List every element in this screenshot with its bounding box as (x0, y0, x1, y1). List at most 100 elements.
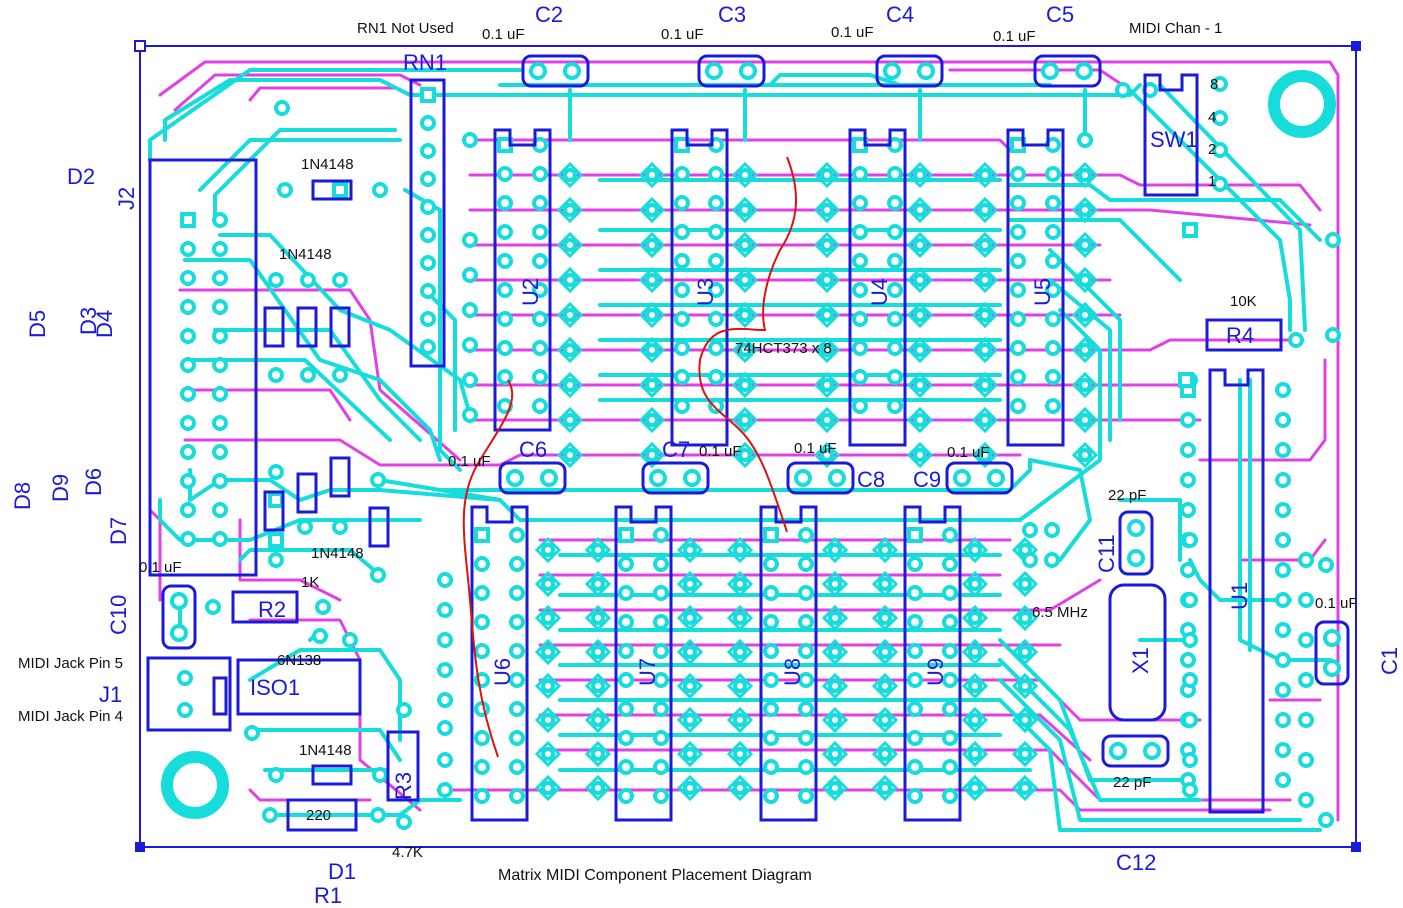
via (591, 645, 605, 659)
ic-pin (1045, 340, 1061, 356)
via (820, 448, 834, 462)
ic-pin (942, 556, 958, 572)
cap-pad (1075, 62, 1093, 80)
via-diamond (871, 706, 899, 734)
via-diamond (906, 441, 934, 469)
via-diamond (821, 706, 849, 734)
via-diamond (1071, 266, 1099, 294)
pad (370, 472, 386, 488)
via (541, 781, 555, 795)
d4-value: 1N4148 (279, 246, 332, 263)
ic-pin (1180, 502, 1196, 518)
ic-pin (653, 614, 669, 630)
via-diamond (726, 604, 754, 632)
via-diamond (726, 740, 754, 768)
ic-pin (708, 398, 724, 414)
ic-pin (887, 166, 903, 182)
via-diamond (638, 231, 666, 259)
via (978, 238, 992, 252)
cap-pad (917, 62, 935, 80)
ic-pin (1045, 311, 1061, 327)
ic-pin (618, 730, 634, 746)
pad (437, 662, 453, 678)
via (913, 273, 927, 287)
ic-pin (1010, 224, 1026, 240)
iso1-value: 6N138 (277, 652, 321, 669)
note-midi-chan: MIDI Chan - 1 (1129, 20, 1222, 37)
cap-pad (953, 469, 971, 487)
pad (372, 182, 388, 198)
ic-pin (1010, 282, 1026, 298)
ic-pin (708, 253, 724, 269)
via-diamond (906, 196, 934, 224)
ic-pin (798, 672, 814, 688)
ic-pin (509, 643, 525, 659)
via (541, 577, 555, 591)
ic-pin (852, 224, 868, 240)
via (733, 679, 747, 693)
pad (1212, 142, 1228, 158)
ic-pin (763, 614, 779, 630)
via-diamond (556, 196, 584, 224)
pad (312, 628, 328, 644)
j2-pin (212, 357, 228, 373)
via (1018, 611, 1032, 625)
ic-pin (618, 556, 634, 572)
ic-pin (1275, 382, 1291, 398)
c2-value: 0.1 uF (482, 26, 525, 43)
via (828, 645, 842, 659)
via (645, 238, 659, 252)
via (645, 273, 659, 287)
pad (1044, 522, 1060, 538)
via (913, 308, 927, 322)
via-diamond (813, 406, 841, 434)
pad (205, 599, 221, 615)
via (1078, 273, 1092, 287)
ic-pin (653, 527, 669, 543)
ic-pin (907, 759, 923, 775)
via-diamond (638, 441, 666, 469)
ic-pin (674, 282, 690, 298)
via (1078, 238, 1092, 252)
ic-pin (532, 195, 548, 211)
refdes-c10: C10 (106, 595, 131, 635)
j2-pin (180, 444, 196, 460)
via-diamond (726, 536, 754, 564)
via-diamond (1071, 406, 1099, 434)
refdes-j1: J1 (99, 682, 122, 707)
via-diamond (813, 266, 841, 294)
pad (1182, 592, 1198, 608)
via (968, 645, 982, 659)
cap-pad (828, 469, 846, 487)
via (645, 378, 659, 392)
via (591, 713, 605, 727)
via-diamond (821, 672, 849, 700)
via-diamond (1071, 301, 1099, 329)
via (978, 413, 992, 427)
via (828, 543, 842, 557)
ic-pin (653, 643, 669, 659)
via-diamond (676, 604, 704, 632)
via (913, 343, 927, 357)
via-diamond (971, 406, 999, 434)
ic-pin (852, 282, 868, 298)
via-diamond (638, 196, 666, 224)
pad (462, 232, 478, 248)
via-diamond (821, 570, 849, 598)
ic-pin (509, 672, 525, 688)
refdes-d7: D7 (106, 517, 131, 545)
via-diamond (726, 638, 754, 666)
via (878, 577, 892, 591)
via-diamond (906, 301, 934, 329)
refdes-c4: C4 (886, 2, 914, 27)
sw1-label-2: 2 (1208, 141, 1216, 158)
refdes-c6: C6 (519, 437, 547, 462)
cap-pad (1323, 659, 1341, 677)
via-diamond (821, 740, 849, 768)
ic-pin (1180, 472, 1196, 488)
via-diamond (726, 672, 754, 700)
refdes-u9: U9 (923, 658, 948, 686)
via (738, 378, 752, 392)
via-diamond (961, 638, 989, 666)
